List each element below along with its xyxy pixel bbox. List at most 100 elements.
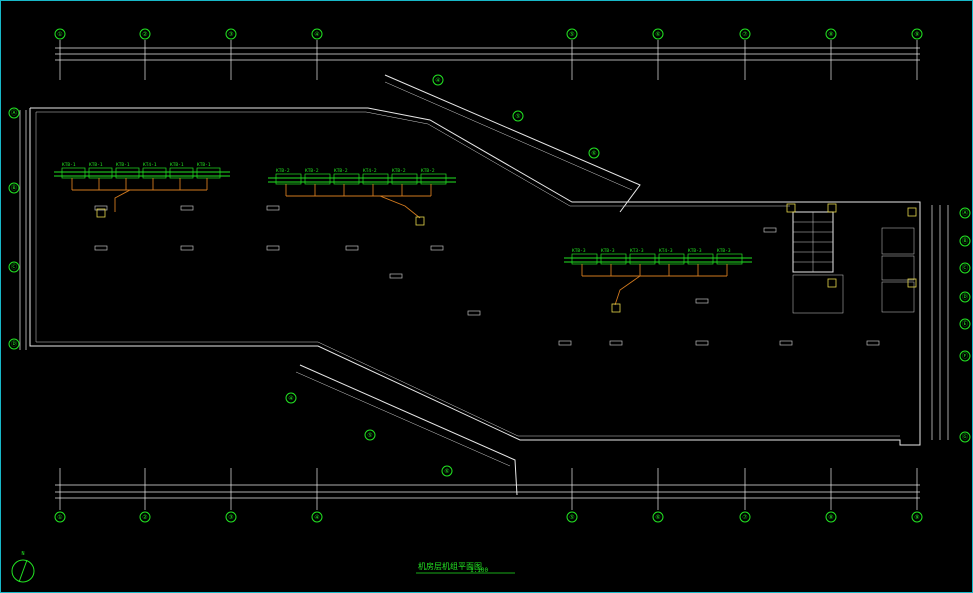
group2-branch xyxy=(379,195,421,219)
group3-branch xyxy=(614,275,641,306)
group3-unit-label-1: KTB-3 xyxy=(572,248,586,254)
grid-bubble-wing-6-label: ⑥ xyxy=(444,468,449,475)
grid-bubble-bottom-8: ⑧ xyxy=(825,511,837,523)
grid-bubble-wing-5-label: ⑤ xyxy=(367,432,372,439)
group1-unit-label-4: KT4-1 xyxy=(143,162,157,168)
group1-unit-label-1: KTB-1 xyxy=(62,162,76,168)
column-marker-2 xyxy=(415,216,425,226)
diffuser-9 xyxy=(558,340,572,346)
group1-unit-3 xyxy=(115,167,140,179)
grid-bubble-bottom-4-label: ④ xyxy=(314,514,319,521)
grid-bubble-top-8: ⑧ xyxy=(825,28,837,40)
group1-branch xyxy=(114,189,131,212)
group3-unit-label-4: KT4-3 xyxy=(659,248,673,254)
column-marker-4 xyxy=(786,203,796,213)
title-block: 机房层机组平面图 1:100 xyxy=(416,561,515,574)
grid-bubble-top-5-label: ⑤ xyxy=(569,31,574,38)
group2-unit-label-4: KT4-2 xyxy=(363,168,377,174)
diffuser-13 xyxy=(866,340,880,346)
grid-bubble-bottom-1: ① xyxy=(54,511,66,523)
grid-bubble-right-3-label: Ⓒ xyxy=(962,264,968,272)
grid-bubble-top-9-label: ⑨ xyxy=(914,31,919,38)
group3-unit-label-2: KTB-3 xyxy=(601,248,615,254)
diffuser-2 xyxy=(180,205,194,211)
right-dimension-chain xyxy=(931,205,949,440)
group3-unit-5 xyxy=(687,253,714,265)
column-marker-5 xyxy=(827,203,837,213)
grid-bubble-top-3: ③ xyxy=(225,28,237,40)
grid-bubble-top-4-label: ④ xyxy=(314,31,319,38)
grid-bubble-wing-6: ⑥ xyxy=(441,465,453,477)
grid-bubble-left-3-label: Ⓒ xyxy=(11,263,17,271)
group2-unit-label-6: KTB-2 xyxy=(421,168,435,174)
grid-bubble-wing-4-label: ④ xyxy=(288,395,293,402)
grid-bubble-wing-1: ④ xyxy=(432,74,444,86)
group1-unit-6 xyxy=(196,167,221,179)
grid-bubble-left-1-label: Ⓐ xyxy=(11,109,17,117)
column-marker-1 xyxy=(96,208,106,218)
grid-bubble-right-4-label: Ⓓ xyxy=(962,293,968,301)
grid-bubble-right-7: Ⓖ xyxy=(959,431,971,443)
grid-bubble-top-7-label: ⑦ xyxy=(742,31,747,38)
group1-unit-4 xyxy=(142,167,167,179)
group2-unit-6 xyxy=(420,173,447,185)
diffuser-10 xyxy=(609,340,623,346)
column-marker-7 xyxy=(907,278,917,288)
grid-bubble-bottom-3: ③ xyxy=(225,511,237,523)
group2-unit-1 xyxy=(275,173,302,185)
left-dimension-chain xyxy=(19,110,27,350)
group2-unit-5 xyxy=(391,173,418,185)
group1-unit-label-3: KTB-1 xyxy=(116,162,130,168)
grid-bubble-top-1: ① xyxy=(54,28,66,40)
group1-unit-label-2: KTB-1 xyxy=(89,162,103,168)
column-marker-8 xyxy=(907,207,917,217)
diffuser-12 xyxy=(779,340,793,346)
grid-bubble-bottom-4: ④ xyxy=(311,511,323,523)
diffuser-5 xyxy=(180,245,194,251)
diffuser-15 xyxy=(389,273,403,279)
group2-unit-4 xyxy=(362,173,389,185)
grid-bubble-right-5: Ⓔ xyxy=(959,318,971,330)
group1-unit-2 xyxy=(88,167,113,179)
grid-bubble-top-1-label: ① xyxy=(57,31,62,38)
group1-unit-5 xyxy=(169,167,194,179)
grid-bubble-bottom-9-label: ⑨ xyxy=(914,514,919,521)
diffuser-3 xyxy=(266,205,280,211)
column-marker-3 xyxy=(611,303,621,313)
grid-bubble-bottom-2: ② xyxy=(139,511,151,523)
grid-bubble-top-2-label: ② xyxy=(142,31,147,38)
grid-bubble-right-1-label: Ⓐ xyxy=(962,209,968,217)
diffuser-6 xyxy=(266,245,280,251)
grid-bubble-top-2: ② xyxy=(139,28,151,40)
grid-bubble-bottom-7-label: ⑦ xyxy=(742,514,747,521)
diffuser-4 xyxy=(94,245,108,251)
building-outline xyxy=(29,74,921,496)
group2-unit-label-3: KTB-2 xyxy=(334,168,348,174)
north-arrow: N xyxy=(11,551,35,583)
group3-unit-label-6: KTB-3 xyxy=(717,248,731,254)
grid-bubble-right-4: Ⓓ xyxy=(959,291,971,303)
diffuser-1 xyxy=(94,205,108,211)
diffuser-16 xyxy=(467,310,481,316)
grid-bubble-top-3-label: ③ xyxy=(228,31,233,38)
group2-unit-label-2: KTB-2 xyxy=(305,168,319,174)
grid-bubble-wing-4: ④ xyxy=(285,392,297,404)
diffuser-14 xyxy=(695,298,709,304)
grid-bubble-wing-2: ⑤ xyxy=(512,110,524,122)
group1-unit-label-5: KTB-1 xyxy=(170,162,184,168)
grid-bubble-right-6-label: Ⓕ xyxy=(962,352,968,360)
grid-bubble-bottom-9: ⑨ xyxy=(911,511,923,523)
group2-unit-label-1: KTB-2 xyxy=(276,168,290,174)
grid-bubble-wing-1-label: ④ xyxy=(435,77,440,84)
group3-unit-2 xyxy=(600,253,627,265)
grid-bubble-bottom-6-label: ⑥ xyxy=(655,514,660,521)
grid-bubble-bottom-5: ⑤ xyxy=(566,511,578,523)
grid-bubble-bottom-8-label: ⑧ xyxy=(828,514,833,521)
grid-bubble-left-4-label: Ⓓ xyxy=(11,340,17,348)
grid-bubble-wing-5: ⑤ xyxy=(364,429,376,441)
group3-unit-label-5: KTB-3 xyxy=(688,248,702,254)
north-label: N xyxy=(21,551,24,557)
grid-bubble-left-4: Ⓓ xyxy=(8,338,20,350)
